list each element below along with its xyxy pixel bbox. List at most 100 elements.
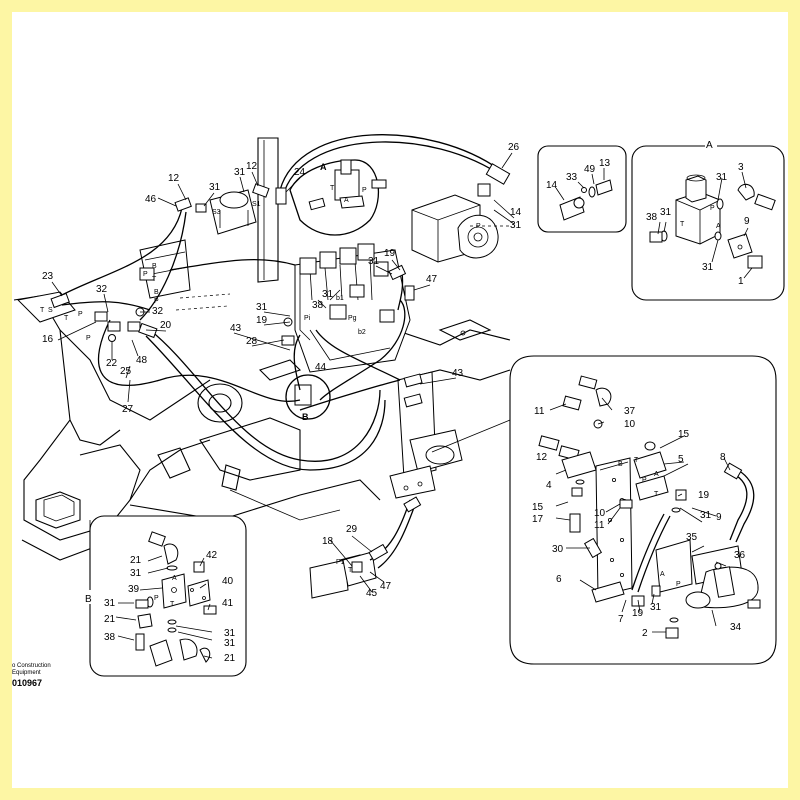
- inset-b-callout-38: 38: [104, 632, 116, 643]
- inset-r-callout-19b: 19: [632, 608, 644, 619]
- callout-31b: 31: [234, 167, 246, 178]
- callout-32b: 32: [152, 306, 164, 317]
- pump-motor: P: [411, 194, 499, 263]
- svg-text:T: T: [170, 601, 175, 608]
- callout-22: 22: [106, 358, 118, 369]
- svg-text:P1: P1: [336, 559, 345, 566]
- inset-r-callout-8: 8: [720, 452, 726, 463]
- callout-46: 46: [145, 194, 157, 205]
- inset-b-callout-39: 39: [128, 584, 140, 595]
- callout-25: 25: [120, 366, 132, 377]
- callout-27: 27: [122, 404, 134, 415]
- label-44: 44: [315, 362, 327, 373]
- inset-b-callout-41: 41: [222, 598, 234, 609]
- svg-text:P: P: [154, 298, 159, 305]
- svg-text:P: P: [362, 187, 367, 194]
- svg-text:P: P: [86, 335, 91, 342]
- inset-r-callout-11: 11: [534, 406, 545, 417]
- svg-text:A: A: [716, 223, 721, 230]
- inset-b-callout-31b: 31: [104, 598, 116, 609]
- inset-b-callout-42: 42: [206, 550, 218, 561]
- inset-callout-33: 33: [566, 172, 578, 183]
- inset-callout-49: 49: [584, 164, 596, 175]
- callout-31c: 31: [256, 302, 268, 313]
- callout-43b: 43: [452, 368, 464, 379]
- port-b2: b2: [358, 329, 366, 336]
- callout-38: 38: [312, 300, 324, 311]
- inset-r-callout-2: 2: [642, 628, 648, 639]
- inset-r-callout-15b: 15: [532, 502, 544, 513]
- inset-r-callout-7: 7: [618, 614, 624, 625]
- inset-r-callout-11b: 11: [594, 520, 605, 531]
- inset-a-callout-38: 38: [646, 212, 658, 223]
- inset-r-callout-31a: 31: [700, 510, 712, 521]
- svg-text:B: B: [154, 289, 159, 296]
- svg-text:T: T: [40, 307, 45, 314]
- left-valve-block: P B T B P T S P P T: [16, 239, 191, 342]
- pilot-valve-upper: S3 S1: [209, 189, 261, 235]
- bracket-valve: [389, 371, 463, 499]
- inset-r-callout-10a: 10: [624, 419, 636, 430]
- callout-47b: 47: [380, 581, 392, 592]
- svg-text:P: P: [476, 223, 481, 230]
- callout-18: 18: [322, 536, 334, 547]
- svg-text:B: B: [618, 461, 623, 468]
- inset-r-callout-19a: 19: [698, 490, 710, 501]
- inset-callout-13: 13: [599, 158, 611, 169]
- callout-19a: 19: [256, 315, 268, 326]
- inset-b-callout-31c: 31: [224, 628, 236, 639]
- inset-b-callout-40: 40: [222, 576, 234, 587]
- inset-r-callout-37: 37: [624, 406, 636, 417]
- inset-r-callout-30: 30: [552, 544, 564, 555]
- inset-fittings-small: 14 33 49 13: [537, 145, 627, 233]
- inset-r-callout-17: 17: [532, 514, 544, 525]
- lower-pilot-block: P1 T1: [309, 551, 377, 599]
- svg-text:P: P: [676, 581, 681, 588]
- inset-r-callout-35: 35: [686, 532, 698, 543]
- inset-r-callout-10b: 10: [594, 508, 606, 519]
- inset-b-callout-31a: 31: [130, 568, 142, 579]
- inset-solenoid-assembly: T B P A T P A P 11 37: [431, 355, 777, 665]
- svg-text:P: P: [78, 311, 83, 318]
- callout-31f: 31: [510, 220, 522, 231]
- svg-text:Pi: Pi: [304, 315, 311, 322]
- inset-b-callout-31d: 31: [224, 638, 236, 649]
- callout-47a: 47: [426, 274, 438, 285]
- inset-b-callout-21b: 21: [104, 614, 116, 625]
- title-block: o Construction Equipment 010967: [12, 663, 51, 688]
- machine-frame-outline: [13, 137, 511, 581]
- svg-text:T: T: [152, 276, 157, 283]
- callout-26: 26: [508, 142, 520, 153]
- inset-a-callout-9: 9: [744, 216, 750, 227]
- main-control-valve: Pi b1 Pg b2 44: [294, 243, 411, 373]
- inset-a-callout-31a: 31: [716, 172, 728, 183]
- inset-r-callout-4: 4: [546, 480, 552, 491]
- dashed-indicators: [175, 225, 510, 311]
- callout-48: 48: [136, 355, 148, 366]
- callout-12a: 12: [168, 173, 180, 184]
- inset-r-callout-15a: 15: [678, 429, 690, 440]
- callout-31e: 31: [368, 256, 380, 267]
- svg-text:P: P: [154, 595, 159, 602]
- svg-text:T: T: [680, 221, 685, 228]
- callout-29: 29: [346, 524, 358, 535]
- inset-detail-b: B A P T 21 31 42 39 40 31 41 21 31 38 31: [84, 515, 247, 677]
- inset-a-callout-31c: 31: [702, 262, 714, 273]
- inset-detail-a: A P T A 31 3 38 31 9 31 1: [631, 138, 785, 301]
- detail-marker-a: A: [706, 140, 713, 151]
- svg-text:P: P: [143, 271, 148, 278]
- svg-text:P: P: [642, 477, 647, 484]
- callout-45: 45: [366, 588, 378, 599]
- inset-r-callout-12: 12: [536, 452, 548, 463]
- callout-24: 24: [294, 167, 306, 178]
- svg-text:A: A: [654, 471, 659, 478]
- inset-r-callout-36: 36: [734, 550, 746, 561]
- callout-31d: 31: [322, 289, 334, 300]
- svg-text:A: A: [172, 575, 177, 582]
- inset-a-callout-31b: 31: [660, 207, 672, 218]
- callout-12b: 12: [246, 161, 258, 172]
- callout-23: 23: [42, 271, 54, 282]
- svg-text:S3: S3: [212, 209, 221, 216]
- svg-text:T: T: [654, 491, 659, 498]
